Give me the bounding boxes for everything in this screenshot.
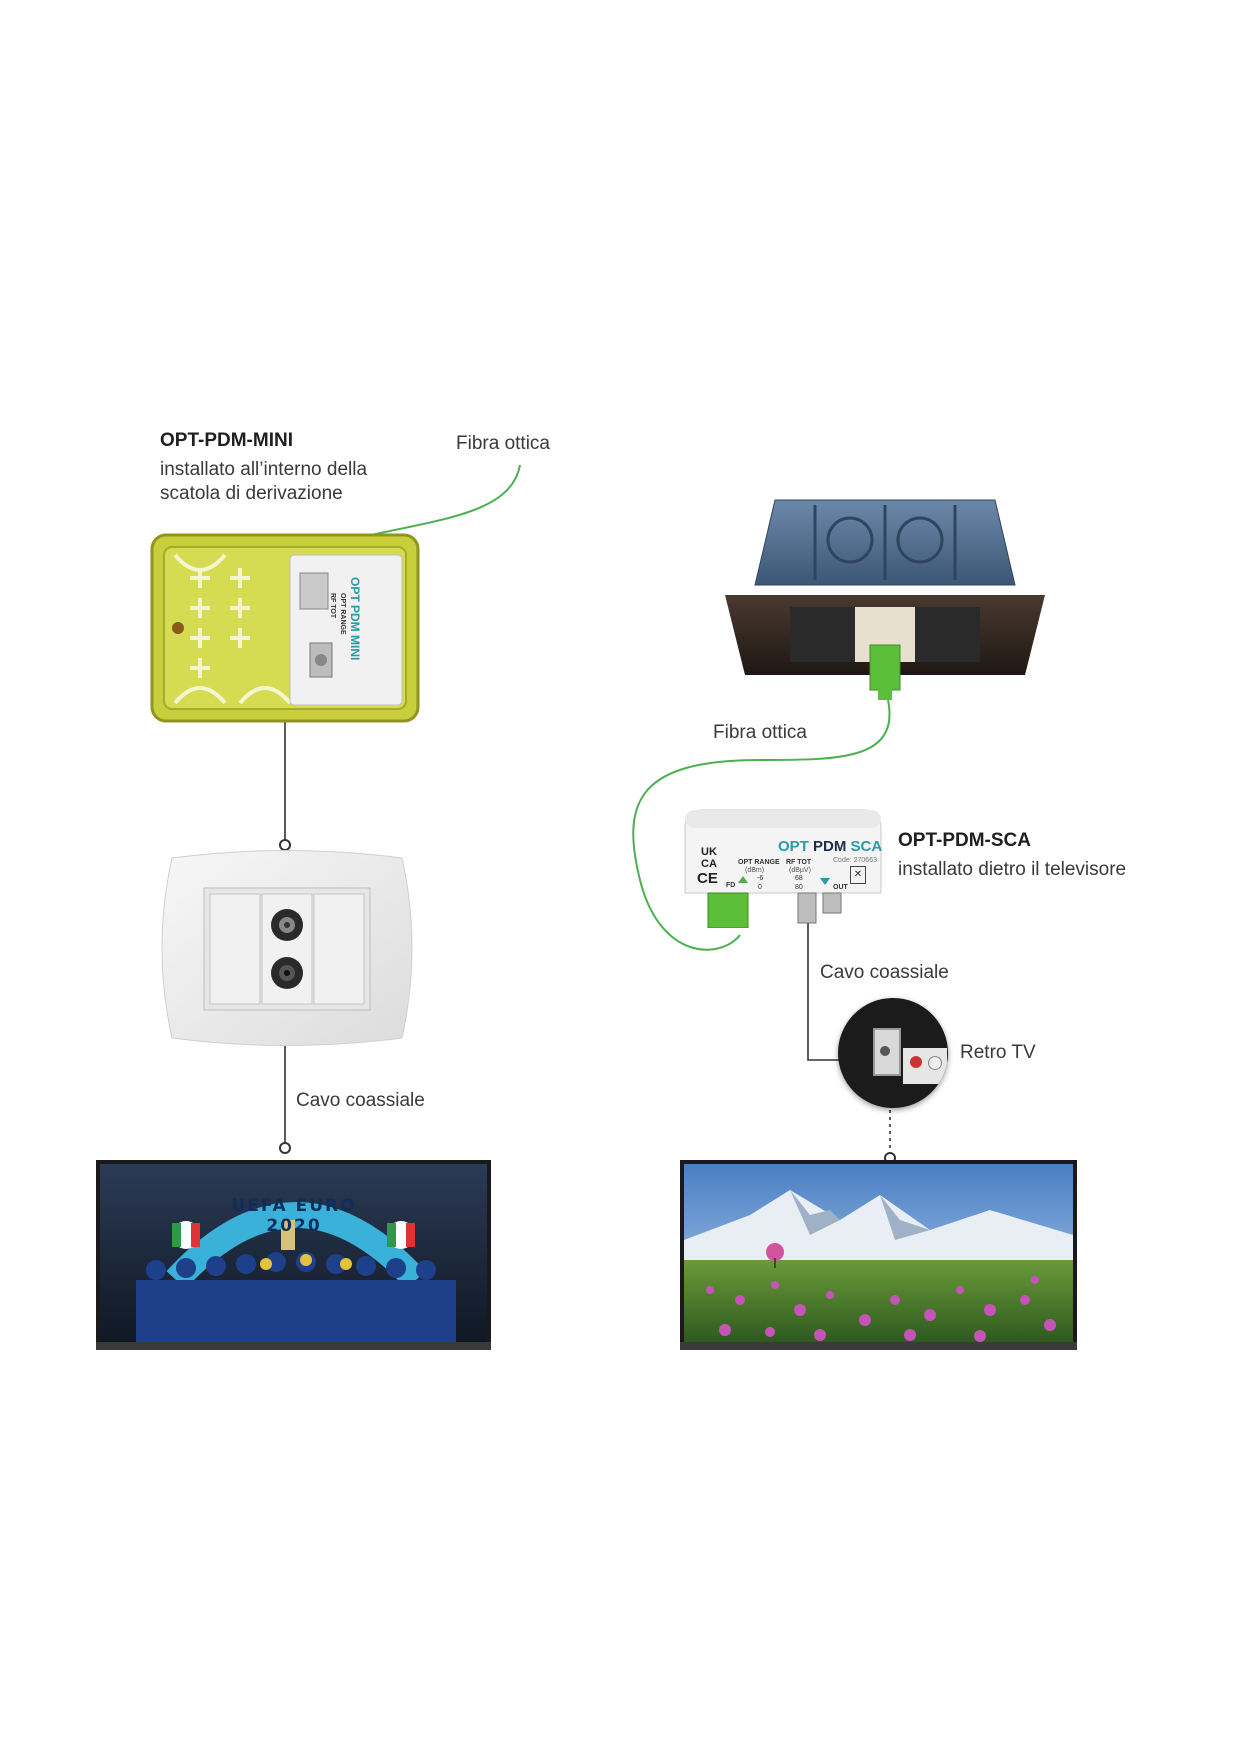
flush-mount-box-image bbox=[720, 495, 1050, 700]
sca-opt-unit: (dBm) bbox=[745, 867, 765, 874]
right-coax-label: Cavo coassiale bbox=[820, 962, 949, 983]
junction-box-image: OPT PDM MINI OPT RANGE RF TOT bbox=[150, 533, 420, 723]
right-device-desc: installato dietro il televisore bbox=[898, 859, 1127, 880]
sca-opt-range: OPT RANGE bbox=[738, 859, 780, 866]
left-module-brand: OPT PDM MINI bbox=[348, 577, 362, 661]
right-coax-cable bbox=[807, 920, 850, 1061]
left-module-rf-tot: RF TOT bbox=[329, 593, 336, 619]
weee-bin-icon: ✕ bbox=[850, 866, 866, 884]
right-fiber-label: Fibra ottica bbox=[713, 722, 807, 743]
sca-out-label: OUT bbox=[833, 884, 848, 891]
wall-plate-image bbox=[152, 848, 422, 1048]
sca-code: Code: 270663 bbox=[833, 857, 877, 864]
sca-val-rf-lo: 80 bbox=[795, 884, 803, 891]
left-fiber-label: Fibra ottica bbox=[456, 433, 550, 454]
left-coax-label: Cavo coassiale bbox=[296, 1090, 425, 1111]
sca-brand-opt: OPT bbox=[778, 838, 809, 855]
left-device-desc-1: installato all’interno della bbox=[160, 459, 368, 480]
sca-ca-mark: CA bbox=[701, 858, 717, 870]
sca-rf-unit: (dBµV) bbox=[789, 867, 811, 874]
sca-brand-pdm: PDM bbox=[813, 838, 847, 855]
left-coax-node-bottom bbox=[279, 1142, 291, 1154]
tv-rear-closeup-image bbox=[838, 998, 948, 1108]
left-tv-image: UEFA EURO 2020 bbox=[96, 1160, 491, 1350]
left-coax-node-top bbox=[279, 839, 291, 851]
left-module-opt-range: OPT RANGE bbox=[339, 593, 346, 635]
left-device-title: OPT-PDM-MINI bbox=[160, 430, 293, 451]
sca-rf-tot: RF TOT bbox=[786, 859, 812, 866]
right-fiber-cable bbox=[632, 699, 891, 951]
opt-pdm-sca-module: OPT PDM SCA Code: 270663 OPT RANGE (dBm)… bbox=[683, 808, 883, 928]
sca-val-opt-hi: -6 bbox=[757, 875, 764, 882]
right-tv-image bbox=[680, 1160, 1077, 1350]
sca-brand-sca: SCA bbox=[850, 838, 883, 855]
left-device-desc-2: scatola di derivazione bbox=[160, 483, 343, 504]
sca-fd-label: FD bbox=[726, 882, 736, 889]
sca-val-opt-lo: 0 bbox=[758, 884, 762, 891]
right-device-title: OPT-PDM-SCA bbox=[898, 830, 1031, 851]
sca-val-rf-hi: 68 bbox=[795, 875, 803, 882]
sca-ce-mark: CE bbox=[697, 870, 718, 887]
sca-uk-mark: UK bbox=[701, 846, 717, 858]
retro-tv-label: Retro TV bbox=[960, 1042, 1036, 1063]
left-tv-banner-text: UEFA EURO 2020 bbox=[231, 1196, 357, 1236]
